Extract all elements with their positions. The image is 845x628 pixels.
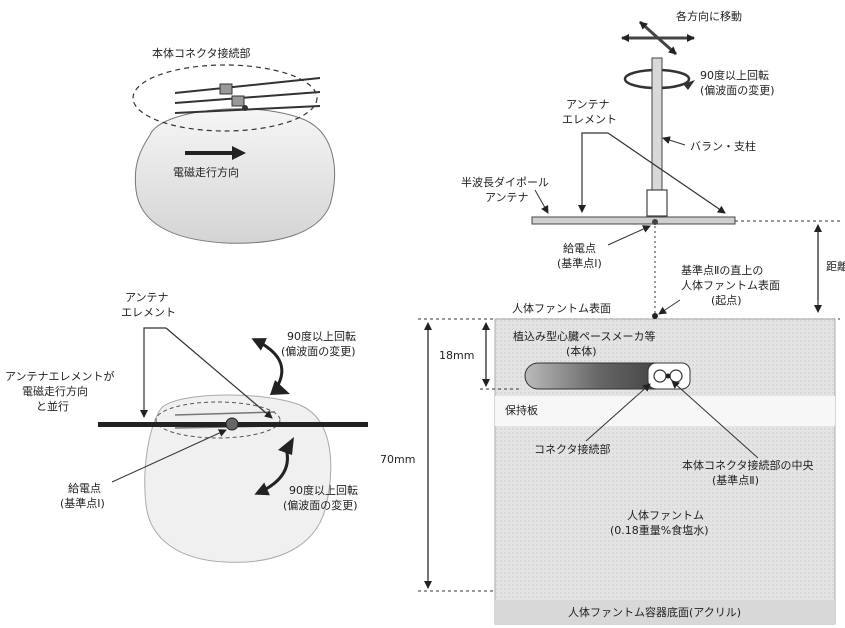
antenna-parallel-label-3: と並行 <box>36 399 69 413</box>
phantom-bottom-acrylic <box>495 600 835 624</box>
dipole-element <box>531 216 736 225</box>
move-arrows-icon <box>621 20 695 56</box>
bottom-left-antenna-group: アンテナ エレメント アンテナエレメントが 電磁走行方向 と並行 90度以上回転… <box>5 291 368 563</box>
reference-point-ii-marker <box>665 373 671 379</box>
phantom-label-1: 人体ファントム <box>627 508 704 522</box>
antenna-parallel-label-1: アンテナエレメントが <box>5 369 115 383</box>
phantom-label-2: (0.18重量%食塩水) <box>610 523 709 537</box>
feed-point-left-label-1: 給電点 <box>68 481 101 495</box>
move-each-direction-label: 各方向に移動 <box>676 9 742 23</box>
antenna-element-left-label-2: エレメント <box>121 306 176 319</box>
holding-plate <box>495 396 835 426</box>
phantom-surface-label: 人体ファントム表面 <box>512 301 611 315</box>
rotate-lower-label-2: (偏波面の変更) <box>283 498 358 512</box>
device-body-blob-lower <box>144 394 332 563</box>
connector-center-label-1: 本体コネクタ接続部の中央 <box>682 458 814 472</box>
balun-pole <box>651 57 663 191</box>
half-wave-dipole-label-1: 半波長ダイポール <box>461 175 549 189</box>
body-connector-label: 本体コネクタ接続部 <box>152 46 251 60</box>
antenna-element-top-leader <box>578 132 608 213</box>
connector-pin-1 <box>242 105 248 111</box>
ref2-surface-label-3: (起点) <box>711 294 742 307</box>
antenna-element-top-label-1: アンテナ <box>566 98 610 111</box>
connector-region-dashed-ellipse <box>132 64 318 132</box>
feed-point-left-marker <box>225 417 239 431</box>
dipole-antenna-group: 各方向に移動 90度以上回転 (偏波面の変更) バラン・支柱 アンテナ エレメン… <box>461 9 845 316</box>
feed-point-top-marker <box>652 219 658 225</box>
phantom-cross-section-group: 基準点Ⅱの直上の 人体ファントム表面 (起点) 人体ファントム表面 植込み型心臓… <box>380 263 840 625</box>
rotate-arc-upper <box>251 338 284 386</box>
pacemaker-label-2: (本体) <box>566 344 597 358</box>
connector-region-dashed-ellipse-lower <box>155 401 281 439</box>
rotate-lower-label-1: 90度以上回転 <box>289 483 358 497</box>
lead-wire-2 <box>174 91 321 104</box>
connector-block-2 <box>231 95 245 107</box>
rotate-top-label-1: 90度以上回転 <box>700 68 769 82</box>
rotate-top-label-2: (偏波面の変更) <box>700 83 775 97</box>
feed-point-top-label-1: 給電点 <box>563 241 596 255</box>
surface-origin-marker <box>652 313 658 319</box>
feed-point-top-label-2: (基準点Ⅰ) <box>557 256 602 270</box>
dim-70-label: 70mm <box>380 453 415 466</box>
connector-center-label-2: (基準点Ⅱ) <box>712 473 759 487</box>
rotate-left-label-2: (偏波面の変更) <box>281 344 356 358</box>
connector-block-1 <box>219 83 233 95</box>
antenna-parallel-label-2: 電磁走行方向 <box>22 384 88 398</box>
distance-label: 距離 <box>826 259 845 273</box>
top-left-device-group: 本体コネクタ接続部 電磁走行方向 <box>132 46 336 244</box>
balun-box <box>646 189 668 217</box>
antenna-element-left-label-1: アンテナ <box>125 291 169 304</box>
phantom-bottom-label: 人体ファントム容器底面(アクリル) <box>568 605 741 619</box>
holding-plate-label: 保持板 <box>505 403 538 417</box>
rotate-left-label-1: 90度以上回転 <box>287 329 356 343</box>
feed-point-left-label-2: (基準点Ⅰ) <box>60 496 105 510</box>
connector-part-label: コネクタ接続部 <box>534 442 611 456</box>
ref2-surface-label-2: 人体ファントム表面 <box>681 278 780 292</box>
half-wave-dipole-label-2: アンテナ <box>485 191 529 204</box>
antenna-element-top-label-2: エレメント <box>562 113 617 126</box>
ref2-surface-label-1: 基準点Ⅱの直上の <box>681 263 763 277</box>
dim-18-label: 18mm <box>439 349 474 362</box>
balun-pole-label: バラン・支柱 <box>690 139 756 153</box>
pacemaker-label-1: 植込み型心臓ペースメーカ等 <box>513 329 655 343</box>
field-direction-label: 電磁走行方向 <box>173 165 239 179</box>
lead-wire-1 <box>174 77 321 94</box>
